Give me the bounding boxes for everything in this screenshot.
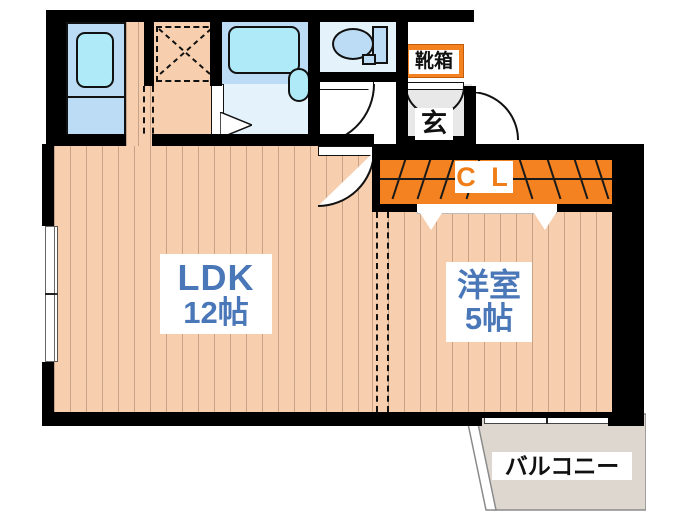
ldk-name: LDK [177,256,255,298]
room-partition-dash-right [387,212,389,412]
laundry-space-floor [152,22,214,144]
toilet-lever-icon [362,54,376,65]
toilet-tank-icon [372,26,388,64]
balcony-sliding-door-mullion [546,414,548,424]
bedroom-size: 5帖 [464,300,514,336]
bedroom-name: 洋室 [456,266,521,303]
ldk-size: 12帖 [183,294,249,330]
balcony-label: バルコニー [492,452,632,480]
room-partition-dash-left [376,212,378,412]
wall-bottom-outer [42,412,482,426]
wall-top-outer [46,10,408,22]
bathroom-door-arrow-icon [220,112,252,138]
wall-bedroom-top-right-riser [464,86,476,146]
wall-entry-bottom [396,136,476,146]
bathtub-icon [228,26,300,74]
closet-label: C L [455,161,513,193]
hallway-partition-dash-left [143,86,145,144]
wall-right-outer [612,144,644,426]
washing-machine-cross-icon [158,28,212,76]
wall-hall-bottom [54,134,374,146]
wall-kitchen-right [144,10,154,86]
wall-toilet-bottom [308,72,408,82]
wall-closet-left [372,154,380,210]
wall-top-entry [396,10,474,22]
bedroom-label: 洋室 5帖 [446,262,532,342]
kitchen-counter-divider [66,96,126,98]
kitchen-sink-basin [76,32,114,88]
front-door-swing-icon [472,92,520,141]
shoe-cabinet-label: 靴箱 [409,50,459,74]
wall-bottom-balcony-sill [472,412,612,418]
wall-left-upper [46,10,66,144]
closet-door-arrow-right-icon [534,213,556,230]
wall-left-window-mullion [45,293,55,295]
bath-drain-icon [288,68,310,102]
hall-opening-to-ldk [126,134,152,146]
hallway-partition-dash-right [152,86,154,144]
closet-door-arrow-left-icon [420,213,442,230]
wall-bedroom-top [372,144,644,160]
ldk-label: LDK 12帖 [160,254,272,334]
entrance-label: 玄 [415,108,453,140]
wall-bath-left [210,10,222,86]
closet-door-opening [417,204,557,212]
ldk-door-swing-icon [318,152,375,207]
